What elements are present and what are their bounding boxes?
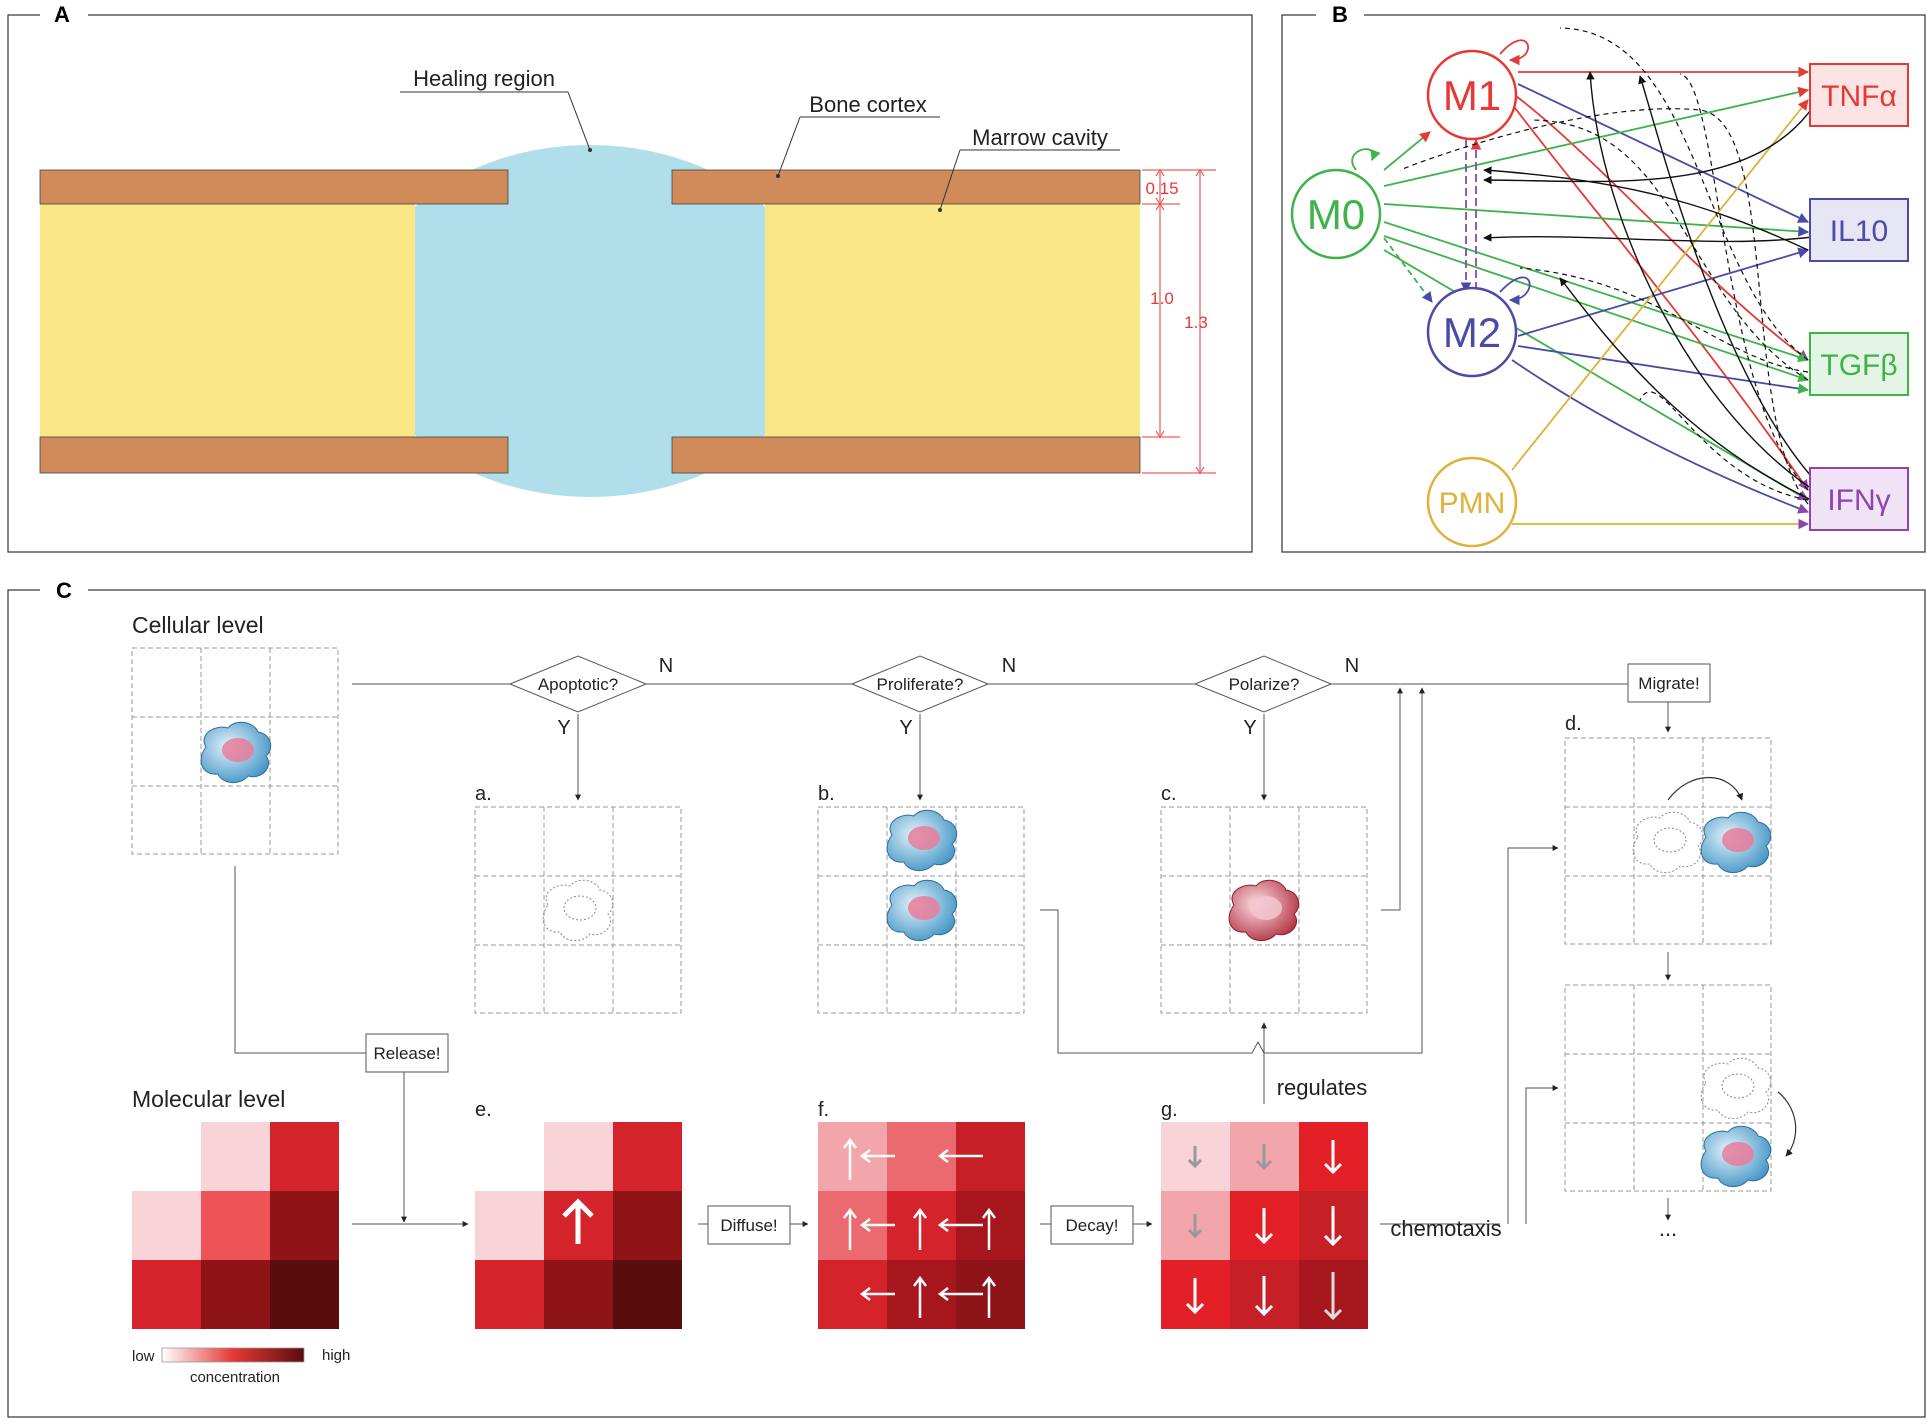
cytokine-il10: IL10 [1809, 198, 1909, 262]
node-m0: M0 [1290, 168, 1382, 260]
panel-a: A Healing region Bone cortex Marrow cavi… [7, 2, 1253, 553]
decision-proliferate: Proliferate? [850, 655, 990, 713]
migrate-box: Migrate! [1627, 663, 1711, 703]
cytokine-ifn: IFNγ [1809, 467, 1909, 531]
heatmap-diffuse [818, 1122, 1025, 1329]
panel-a-letter: A [54, 2, 70, 27]
sub-d-label: d. [1565, 713, 1582, 735]
cytokine-tnf: TNFα [1809, 63, 1909, 127]
cortex-bottom-right [671, 436, 1141, 474]
marrow-left [40, 204, 415, 437]
panel-c-letter: C [56, 578, 72, 603]
dim-cortex-label: 0.15 [1145, 179, 1178, 198]
dim-total-label: 1.3 [1184, 313, 1208, 332]
cell-migrate-ghost-2 [1700, 1057, 1772, 1120]
sub-b-label: b. [818, 783, 835, 805]
cell-apoptotic [542, 879, 614, 942]
panel-b: B [1281, 2, 1926, 553]
sub-e-label: e. [475, 1099, 492, 1121]
concentration-legend: low high concentration [132, 1347, 350, 1386]
regulates-label: regulates [1277, 1075, 1368, 1100]
decision-apoptotic: Apoptotic? [508, 655, 648, 713]
panel-c: C Cellular level Molecular level [7, 576, 1926, 1418]
node-m2: M2 [1426, 286, 1518, 378]
cell-proliferate-top [886, 809, 958, 872]
decision-proliferate-label: Proliferate? [877, 675, 964, 694]
panel-c-frame [7, 589, 1926, 1418]
cell-proliferate-bottom [886, 879, 958, 942]
legend-concentration-label: concentration [190, 1369, 280, 1386]
cell-migrate-1 [1700, 811, 1772, 874]
marrow-cavity-label: Marrow cavity [972, 125, 1108, 150]
node-m0-label: M0 [1307, 191, 1365, 238]
decision-polarize: Polarize? [1193, 655, 1333, 713]
node-m1: M1 [1426, 49, 1518, 141]
decay-arrows [1185, 1140, 1343, 1321]
legend-low-label: low [132, 1348, 155, 1365]
molecular-level-label: Molecular level [132, 1086, 285, 1112]
apoptotic-no: N [659, 655, 673, 677]
legend-high-label: high [322, 1347, 350, 1364]
cell-initial [200, 721, 272, 784]
node-m1-label: M1 [1443, 72, 1501, 119]
ellipsis-label: ... [1659, 1216, 1677, 1241]
cortex-top-left [39, 169, 509, 205]
apoptotic-yes: Y [557, 717, 570, 739]
legend-gradient-bar [161, 1347, 305, 1363]
panel-b-frame [1281, 14, 1926, 553]
migrate-arrow-1 [1667, 777, 1743, 801]
sub-f-label: f. [818, 1099, 829, 1121]
panel-b-letter: B [1332, 2, 1348, 27]
migrate-arrow-2 [1777, 1091, 1797, 1157]
sub-a-label: a. [475, 783, 492, 805]
heatmap-decay [1161, 1122, 1368, 1329]
sub-c-label: c. [1161, 783, 1177, 805]
release-label: Release! [373, 1044, 440, 1063]
node-pmn-label: PMN [1439, 487, 1506, 520]
release-box: Release! [365, 1033, 449, 1073]
cell-migrate-ghost-1 [1632, 811, 1704, 874]
decision-polarize-label: Polarize? [1229, 675, 1300, 694]
dim-marrow-label: 1.0 [1150, 289, 1174, 308]
dimension-lines [1142, 169, 1216, 474]
cell-polarized [1228, 879, 1300, 942]
cellular-level-label: Cellular level [132, 612, 264, 638]
bone-cortex-label: Bone cortex [809, 92, 926, 117]
diffuse-box: Diffuse! [707, 1205, 791, 1245]
up-arrow-icon [562, 1198, 594, 1244]
cytokine-il10-label: IL10 [1830, 215, 1888, 248]
flow-lines [234, 683, 1671, 1227]
sub-g-label: g. [1161, 1099, 1178, 1121]
proliferate-yes: Y [899, 717, 912, 739]
cytokine-tnf-label: TNFα [1821, 80, 1897, 113]
diffuse-label: Diffuse! [720, 1216, 777, 1235]
cortex-bottom-left [39, 436, 509, 474]
cytokine-ifn-label: IFNγ [1827, 484, 1890, 517]
healing-region-label: Healing region [413, 66, 555, 91]
cell-migrate-2 [1700, 1125, 1772, 1188]
node-pmn: PMN [1426, 456, 1518, 548]
healing-region-shape [360, 145, 820, 497]
cell-grids [131, 647, 1772, 1192]
cortex-top-right [671, 169, 1141, 205]
node-m2-label: M2 [1443, 309, 1501, 356]
cytokine-tgf-label: TGFβ [1820, 349, 1897, 382]
decay-box: Decay! [1050, 1205, 1134, 1245]
migrate-label: Migrate! [1638, 674, 1699, 693]
marrow-right [765, 204, 1140, 437]
heatmap-initial [132, 1122, 339, 1329]
decision-apoptotic-label: Apoptotic? [538, 675, 618, 694]
proliferate-no: N [1002, 655, 1016, 677]
diffusion-arrows [843, 1137, 996, 1318]
decay-label: Decay! [1066, 1216, 1119, 1235]
chemotaxis-label: chemotaxis [1390, 1216, 1501, 1241]
cytokine-tgf: TGFβ [1809, 332, 1909, 396]
polarize-no: N [1345, 655, 1359, 677]
polarize-yes: Y [1243, 717, 1256, 739]
heatmap-release [475, 1122, 682, 1329]
panel-a-frame [7, 14, 1253, 553]
